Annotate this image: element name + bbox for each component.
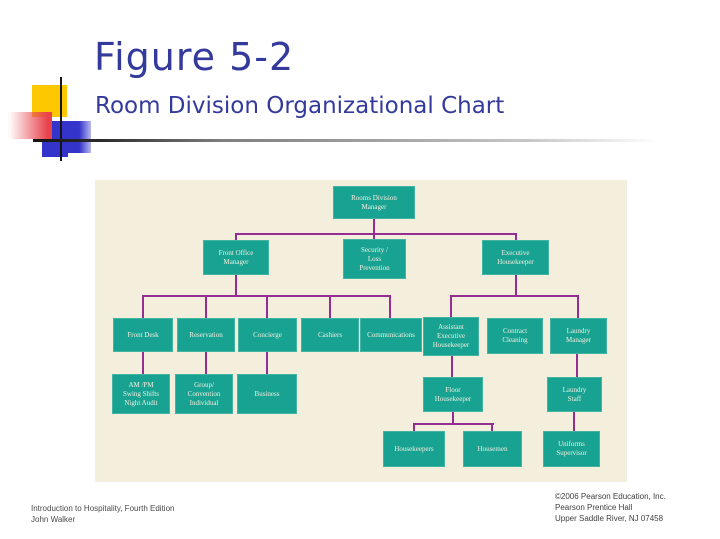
footer-book-credit: Introduction to Hospitality, Fourth Edit… bbox=[31, 503, 174, 525]
connector-line bbox=[515, 233, 517, 241]
footer-book-author: John Walker bbox=[31, 515, 76, 524]
org-node-label: Housekeeper bbox=[497, 257, 534, 266]
org-node-label: Group/ bbox=[194, 380, 214, 389]
connector-line bbox=[573, 412, 575, 432]
connector-line bbox=[205, 352, 207, 375]
connector-line bbox=[142, 352, 144, 375]
org-node-label: Front Office bbox=[218, 248, 254, 257]
org-node-cashiers: Cashiers bbox=[301, 318, 359, 352]
connector-line bbox=[235, 275, 237, 296]
org-node-reservation: Reservation bbox=[177, 318, 235, 352]
org-node-label: Manager bbox=[223, 257, 249, 266]
org-node-label: Executive bbox=[501, 248, 530, 257]
connector-line bbox=[373, 233, 375, 240]
connector-line bbox=[413, 423, 494, 425]
footer-publisher: Pearson Prentice Hall bbox=[555, 503, 633, 512]
connector-line bbox=[235, 233, 237, 241]
org-node-housekeepers: Housekeepers bbox=[383, 431, 445, 467]
connector-line bbox=[491, 423, 493, 432]
org-node-label: Security / bbox=[360, 245, 389, 254]
org-node-label: Housemen bbox=[477, 444, 508, 453]
org-node-label: Concierge bbox=[253, 330, 282, 339]
org-node-label: Uniforms bbox=[558, 440, 585, 448]
connector-line bbox=[413, 423, 415, 432]
org-node-label: Prevention bbox=[359, 263, 390, 272]
org-node-business: Business bbox=[237, 374, 297, 414]
org-node-label: Individual bbox=[189, 398, 219, 407]
org-node-label: Laundry bbox=[566, 327, 591, 335]
connector-line bbox=[450, 295, 452, 318]
org-node-label: Rooms Division bbox=[351, 193, 397, 202]
org-node-housemen: Housemen bbox=[463, 431, 522, 467]
title-divider-line bbox=[33, 139, 705, 142]
org-node-label: Business bbox=[254, 389, 280, 398]
org-node-label: Housekeeper bbox=[432, 341, 470, 349]
org-node-label: Cashiers bbox=[317, 330, 343, 339]
org-node-label: Assistant bbox=[438, 323, 464, 331]
org-node-label: Night Audit bbox=[124, 398, 158, 407]
connector-line bbox=[373, 219, 375, 233]
connector-line bbox=[452, 412, 454, 424]
footer-publisher-credit: ©2006 Pearson Education, Inc. Pearson Pr… bbox=[555, 491, 666, 524]
org-node-label: Manager bbox=[566, 336, 591, 344]
org-node-label: Laundry bbox=[562, 385, 587, 394]
connector-line bbox=[266, 295, 268, 319]
decoration-vertical-line bbox=[60, 77, 62, 161]
org-node-concierge: Concierge bbox=[238, 318, 297, 352]
org-node-label: Loss bbox=[367, 254, 382, 263]
footer-copyright: ©2006 Pearson Education, Inc. bbox=[555, 492, 666, 501]
org-node-label: Floor bbox=[445, 385, 461, 394]
org-node-label: Front Desk bbox=[127, 330, 159, 339]
org-node-label: Housekeeper bbox=[434, 394, 472, 403]
org-node-label: Reservation bbox=[189, 330, 223, 339]
org-node-label: Swing Shifts bbox=[123, 389, 159, 398]
footer-book-title: Introduction to Hospitality, Fourth Edit… bbox=[31, 504, 175, 513]
slide-subtitle: Room Division Organizational Chart bbox=[95, 93, 505, 119]
slide-title: Figure 5-2 bbox=[94, 35, 295, 79]
connector-line bbox=[205, 295, 207, 319]
org-node-label: Manager bbox=[361, 202, 387, 211]
org-node-label: Convention bbox=[187, 389, 221, 398]
org-node-label: Contract bbox=[502, 327, 528, 335]
connector-line bbox=[577, 295, 579, 319]
decoration-red-square bbox=[8, 112, 52, 139]
connector-line bbox=[451, 356, 453, 378]
connector-line bbox=[576, 354, 578, 378]
org-node-communications: Communications bbox=[360, 318, 422, 352]
connector-line bbox=[389, 295, 391, 319]
connector-line bbox=[266, 352, 268, 375]
org-node-label: Supervisor bbox=[556, 449, 587, 457]
org-node-label: Cleaning bbox=[502, 336, 528, 344]
connector-line bbox=[142, 295, 144, 319]
connector-line bbox=[235, 233, 517, 235]
org-node-label: Staff bbox=[567, 394, 582, 403]
connector-line bbox=[450, 295, 579, 297]
connector-line bbox=[515, 275, 517, 296]
decoration-blue-notch bbox=[42, 141, 68, 157]
connector-line bbox=[329, 295, 331, 319]
org-node-label: Executive bbox=[437, 332, 465, 340]
org-node-label: Housekeepers bbox=[394, 444, 434, 453]
org-node-label: AM /PM bbox=[128, 380, 154, 389]
org-node-label: Communications bbox=[367, 330, 415, 339]
footer-publisher-address: Upper Saddle River, NJ 07458 bbox=[555, 514, 664, 523]
org-node-front-desk: Front Desk bbox=[113, 318, 173, 352]
